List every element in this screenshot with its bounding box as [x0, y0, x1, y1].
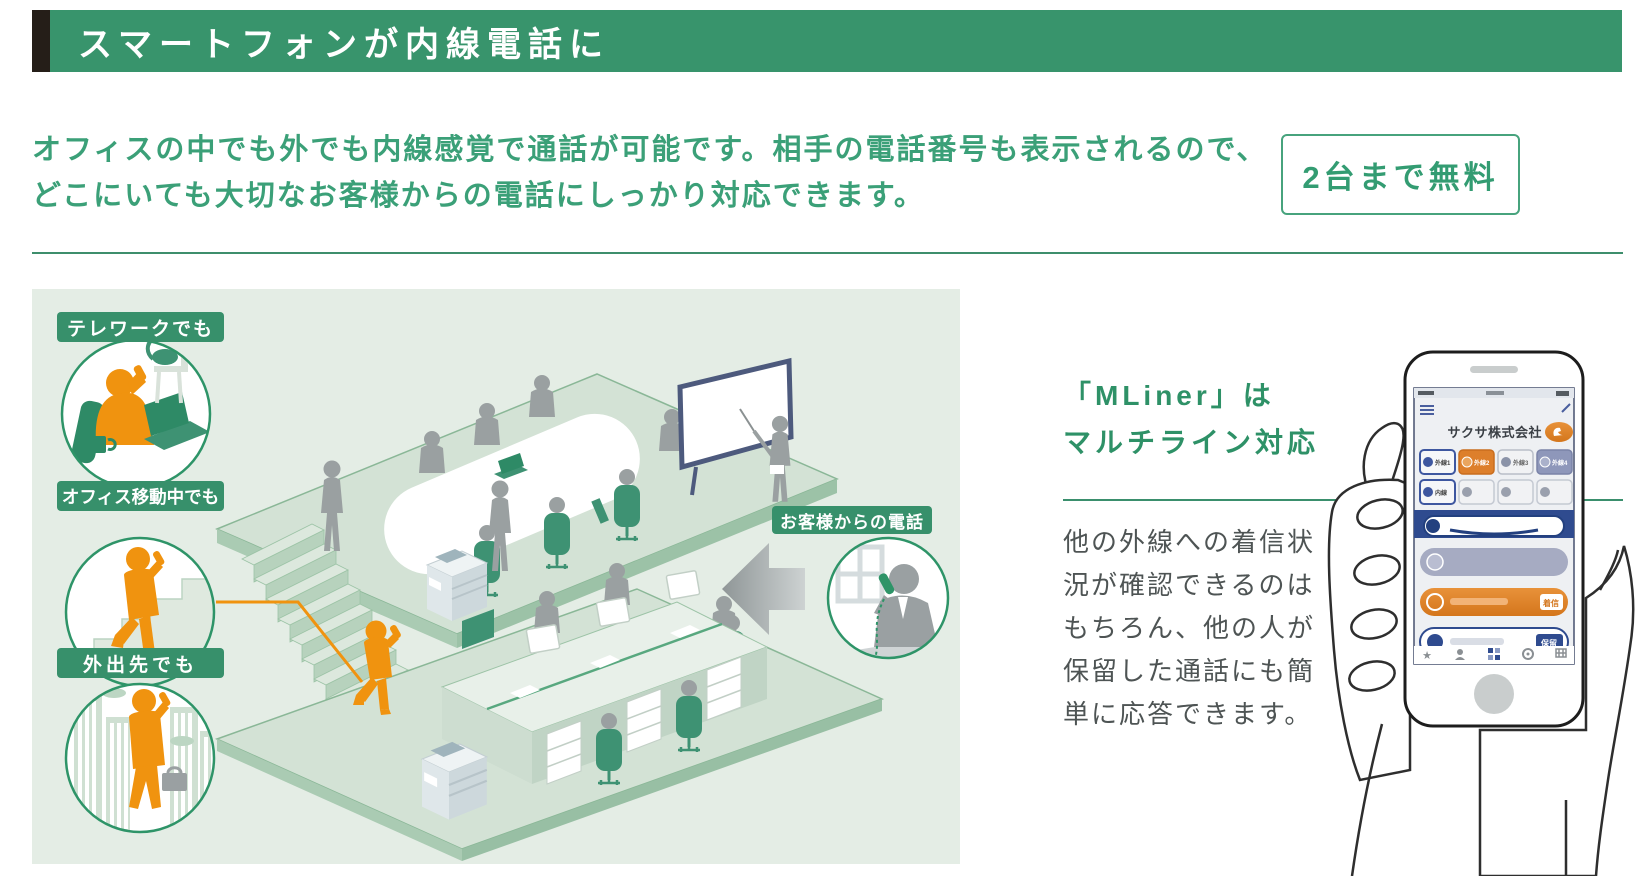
svg-text:内線: 内線	[1435, 489, 1447, 497]
phone-hand-illustration: サクサ株式会社 外線1 外線2 外線3 外線4	[1270, 300, 1651, 876]
office-scene-svg	[60, 338, 950, 861]
badge-customer: お客様からの電話	[772, 506, 932, 534]
header-green-bar: スマートフォンが内線電話に	[50, 10, 1622, 72]
free-badge: 2台まで無料	[1281, 134, 1520, 215]
page-title: スマートフォンが内線電話に	[78, 25, 610, 64]
office-illustration: テレワークでも オフィス移動中でも 外出先でも お客様からの電話	[32, 289, 960, 864]
mliner-heading-line2: マルチライン対応	[1063, 427, 1320, 458]
section-divider	[32, 252, 1623, 254]
intro-paragraph: オフィスの中でも外でも内線感覚で通話が可能です。相手の電話番号も表示されるので、…	[32, 127, 1267, 219]
mliner-heading: 「MLiner」は マルチライン対応	[1063, 372, 1319, 466]
header-accent-bar	[32, 10, 50, 72]
badge-moving: オフィス移動中でも	[57, 481, 224, 511]
telework-circle	[60, 338, 212, 490]
intro-line-2: どこにいても大切なお客様からの電話にしっかり対応できます。	[32, 180, 925, 212]
svg-text:外線4: 外線4	[1551, 459, 1568, 467]
app-company-name: サクサ株式会社	[1447, 425, 1542, 440]
badge-telework: テレワークでも	[57, 312, 224, 342]
hold-badge: 保留	[1540, 638, 1557, 648]
customer-circle	[826, 536, 950, 660]
intro-line-1: オフィスの中でも外でも内線感覚で通話が可能です。相手の電話番号も表示されるので、	[32, 134, 1268, 166]
svg-text:外線3: 外線3	[1512, 459, 1529, 467]
svg-text:外線2: 外線2	[1473, 459, 1490, 467]
svg-text:外線1: 外線1	[1434, 459, 1451, 467]
mliner-heading-line1: 「MLiner」は	[1063, 380, 1275, 411]
mliner-paragraph: 他の外線への着信状 況が確認できるのは もちろん、他の人が 保留した通話にも簡 …	[1063, 527, 1316, 729]
incoming-badge: 着信	[1542, 598, 1559, 608]
badge-out: 外出先でも	[57, 648, 224, 678]
svg-text:★: ★	[1422, 650, 1432, 662]
out-circle	[64, 682, 216, 834]
section-header: スマートフォンが内線電話に	[32, 10, 1622, 72]
